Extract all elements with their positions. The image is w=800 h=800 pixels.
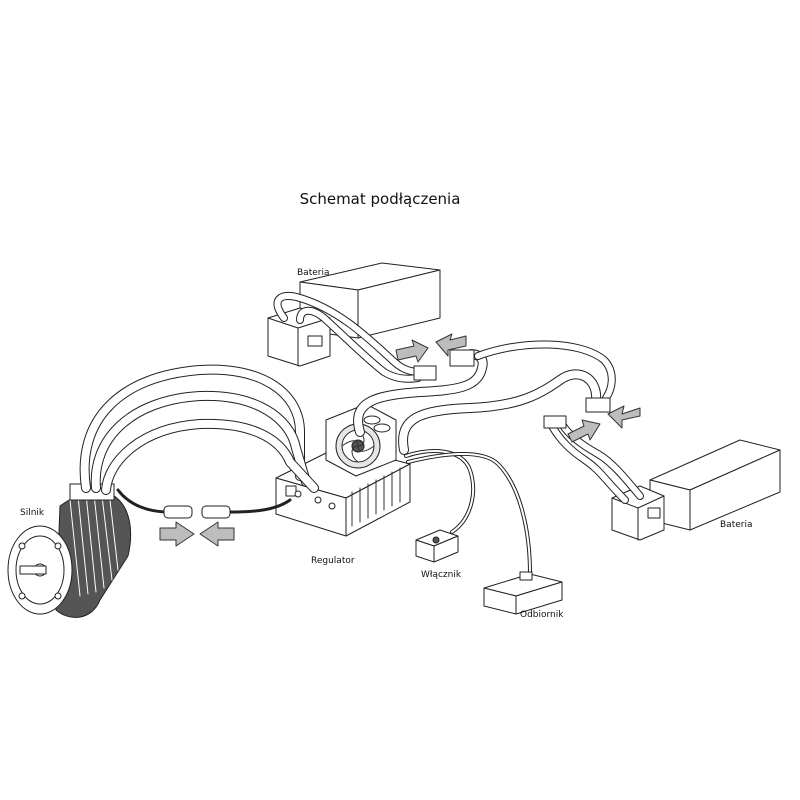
- battery-top-label: Bateria: [297, 268, 330, 278]
- signal-wires: [404, 449, 532, 576]
- battery-top-leads: [273, 292, 437, 383]
- battery-right-leads: [543, 415, 644, 504]
- receiver-unit: [483, 571, 563, 615]
- connection-arrows: [159, 333, 641, 547]
- receiver-label: Odbiornik: [520, 610, 564, 620]
- switch-unit: [415, 529, 459, 563]
- motor: [7, 483, 132, 618]
- esc-power-leads: [353, 340, 616, 455]
- esc-label: Regulator: [311, 556, 355, 566]
- diagram-title: Schemat podłączenia: [299, 190, 461, 208]
- motor-phase-wires: [79, 364, 319, 495]
- battery-right-label: Bateria: [720, 520, 753, 530]
- battery-top: [267, 262, 441, 367]
- motor-label: Silnik: [20, 508, 45, 518]
- switch-label: Włącznik: [421, 570, 462, 580]
- sensor-cable: [116, 488, 292, 519]
